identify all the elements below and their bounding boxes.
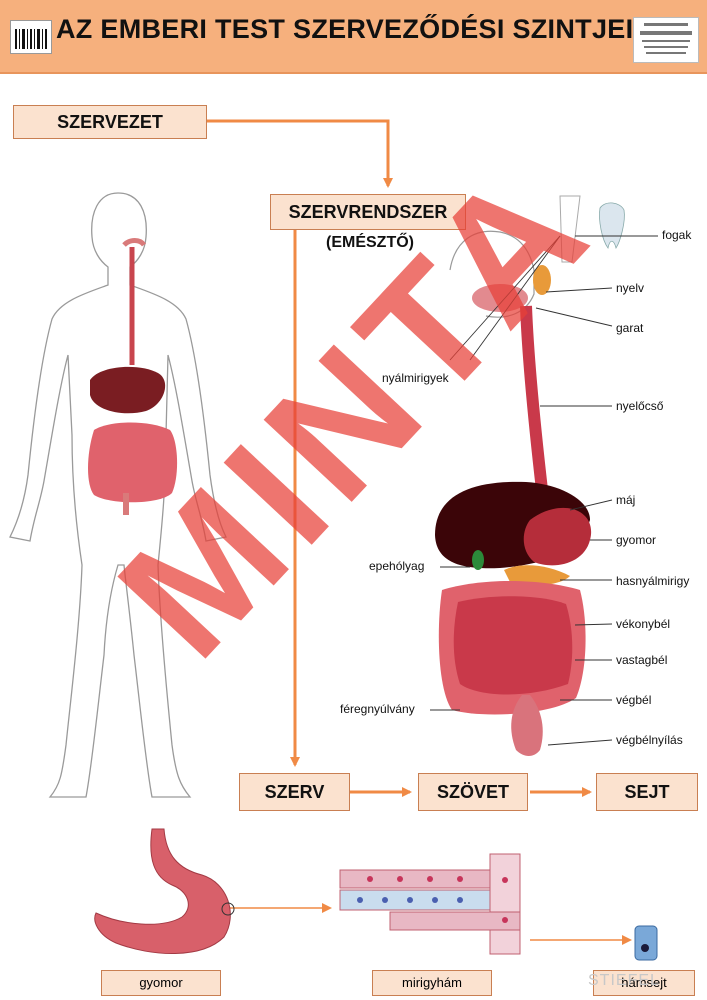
header-bar [0,0,707,74]
label-stomach: gyomor [616,533,657,547]
epithelial-cell-illustration [634,925,658,961]
human-body-illustration [9,192,227,798]
level-organism-label: SZERVEZET [57,112,163,132]
arrow-organism-to-system [206,119,393,188]
label-rectum: végbél [616,693,652,707]
digestive-system-illustration [435,195,625,756]
body-digestive-system [88,238,178,515]
label-esophagus: nyelőcső [616,399,664,413]
label-appendix: féregnyúlvány [340,702,415,716]
label-gallbladder: epehólyag [369,559,425,573]
publisher-logo [633,17,699,63]
level-tissue-box: SZÖVET [418,773,528,811]
label-large-intestine: vastagbél [616,653,668,667]
level-cell-box: SEJT [596,773,698,811]
label-teeth: fogak [662,228,692,242]
example-organ-label: gyomor [101,970,221,996]
level-organism-box: SZERVEZET [13,105,207,139]
teeth-icon [559,195,625,263]
glandular-epithelium-illustration [339,853,521,955]
level-system-label: SZERVRENDSZER [288,202,448,222]
label-liver: máj [616,493,636,507]
level-tissue-label: SZÖVET [436,782,509,802]
label-small-intestine: vékonybél [616,617,671,631]
label-tongue: nyelv [616,281,645,295]
level-system-subtitle: (EMÉSZTŐ) [326,234,414,251]
level-cell-label: SEJT [624,782,670,802]
level-organ-label: SZERV [264,782,325,802]
label-pharynx: garat [616,321,644,335]
label-pancreas: hasnyálmirigy [616,574,690,588]
label-salivary-glands: nyálmirigyek [382,371,449,385]
page-title: AZ EMBERI TEST SZERVEZŐDÉSI SZINTJEI [56,14,634,44]
barcode-icon [10,20,52,54]
level-organ-box: SZERV [239,773,350,811]
stomach-illustration [94,828,235,955]
level-system-box: SZERVRENDSZER [270,194,466,230]
example-cell-label: hámsejt [593,970,695,996]
label-anus: végbélnyílás [616,733,683,747]
example-tissue-label: mirigyhám [372,970,492,996]
brand-watermark: STIEFEL [588,972,660,989]
